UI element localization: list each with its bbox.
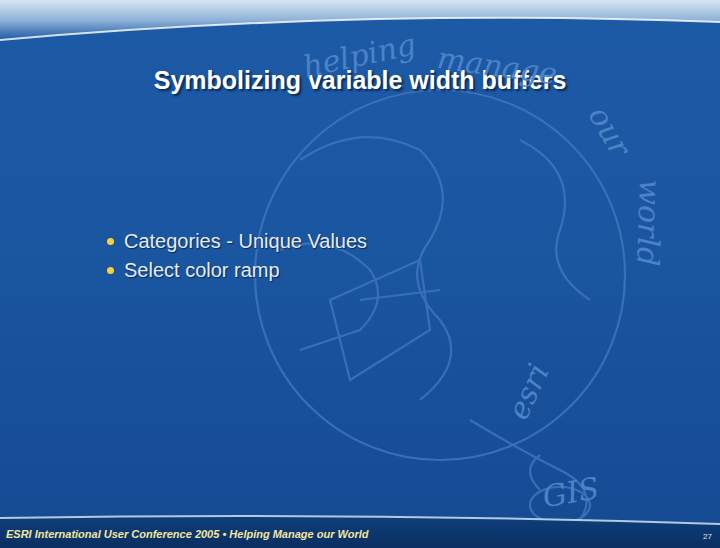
watermark-word: world [630,179,668,267]
bullet-text: Categories - Unique Values [124,230,367,252]
footer-text: ESRI International User Conference 2005 … [6,528,368,540]
bullet-marker [107,267,114,274]
bullet-item: Select color ramp [124,259,280,282]
page-number: 27 [703,532,712,541]
watermark-word: GIS [540,470,602,514]
bullet-marker [107,238,114,245]
bullet-item: Categories - Unique Values [124,230,367,253]
bullet-text: Select color ramp [124,259,280,281]
watermark-word: esri [500,358,556,425]
watermark-word: our [582,100,638,162]
